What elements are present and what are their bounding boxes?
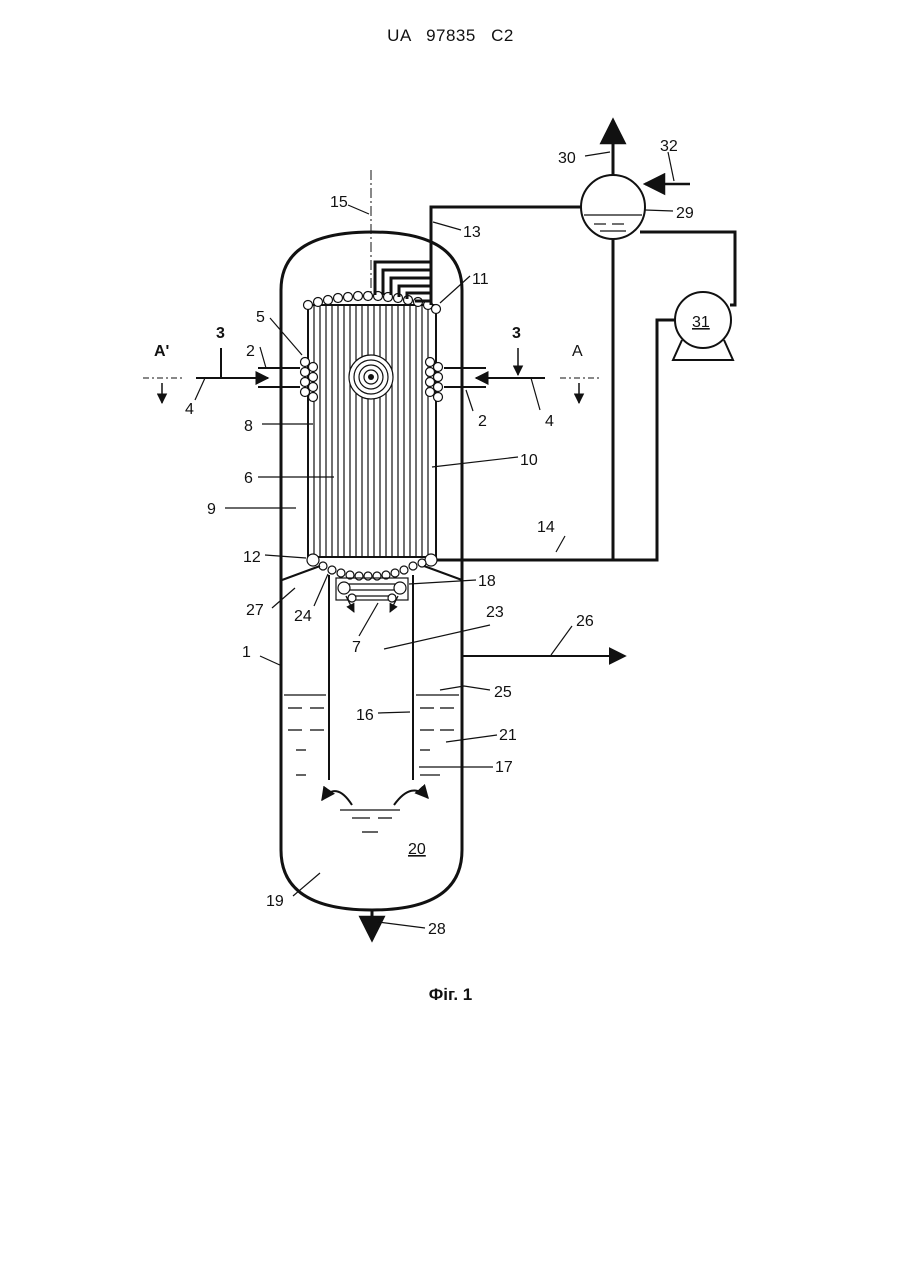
section-marker-right (560, 378, 600, 403)
label-9: 9 (207, 501, 216, 518)
label-1: 1 (242, 644, 251, 661)
label-13: 13 (463, 224, 481, 241)
label-11: 11 (472, 271, 489, 288)
tube-bundle (308, 305, 436, 557)
label-12: 12 (243, 549, 261, 566)
label-10: 10 (520, 452, 538, 469)
label-30: 30 (558, 150, 576, 167)
label-26: 26 (576, 613, 594, 630)
flow-arrow-right (394, 790, 428, 805)
label-17: 17 (495, 759, 513, 776)
label-27: 27 (246, 602, 264, 619)
label-25: 25 (494, 684, 512, 701)
distribution-line-14 (436, 320, 680, 560)
left-inlet-nozzle (196, 368, 300, 387)
leader-lines (195, 152, 674, 928)
label-23: 23 (486, 604, 504, 621)
label-16: 16 (356, 707, 374, 724)
steam-drum (581, 175, 645, 239)
right-inlet-nozzle (444, 368, 545, 387)
label-14: 14 (537, 519, 555, 536)
label-20: 20 (408, 841, 426, 858)
label-4-left: 4 (185, 401, 194, 418)
label-5: 5 (256, 309, 265, 326)
label-6: 6 (244, 470, 253, 487)
label-31: 31 (692, 314, 710, 331)
label-15: 15 (330, 194, 348, 211)
label-29: 29 (676, 205, 694, 222)
label-19: 19 (266, 893, 284, 910)
drum-to-pump-line (640, 232, 735, 305)
label-3-left: 3 (216, 325, 225, 342)
label-21: 21 (499, 727, 517, 744)
figure-caption: Фіг. 1 (0, 985, 901, 1005)
label-3-right: 3 (512, 325, 521, 342)
label-24: 24 (294, 608, 312, 625)
label-section-a: A (572, 343, 583, 360)
label-7: 7 (352, 639, 361, 656)
label-32: 32 (660, 138, 678, 155)
flow-arrow-left (322, 791, 352, 805)
spiral-coil (349, 355, 393, 399)
label-2-left: 2 (246, 343, 255, 360)
label-8: 8 (244, 418, 253, 435)
section-marker-left (143, 378, 183, 403)
label-28: 28 (428, 921, 446, 938)
dip-tube (329, 575, 413, 780)
label-section-a-prime: A' (154, 343, 169, 360)
label-18: 18 (478, 573, 496, 590)
label-2-right: 2 (478, 413, 487, 430)
label-4-right: 4 (545, 413, 554, 430)
